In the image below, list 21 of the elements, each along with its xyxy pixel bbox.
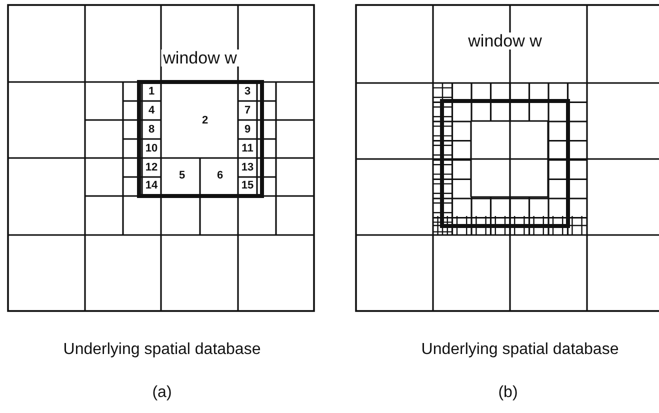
caption-text: Underlying spatial database <box>421 342 619 358</box>
panel-label: (a) <box>152 385 172 401</box>
window-label: window w <box>466 32 544 50</box>
panel-label: (b) <box>498 385 518 401</box>
cell-number: 15 <box>241 180 254 192</box>
cell-number: 6 <box>216 170 224 182</box>
caption-text: Underlying spatial database <box>63 342 261 358</box>
cell-number: 2 <box>202 116 208 126</box>
window-label: window w <box>161 50 239 66</box>
cell-number: 1 <box>148 86 155 97</box>
cell-number: 5 <box>178 170 186 182</box>
cell-number: 4 <box>148 106 155 116</box>
cell-number: 3 <box>244 86 251 97</box>
cell-number: 9 <box>244 124 251 135</box>
cell-number: 10 <box>145 143 158 154</box>
cell-number: 8 <box>148 124 155 135</box>
cell-number: 12 <box>145 162 158 173</box>
cell-number: 13 <box>241 162 254 173</box>
cell-number: 7 <box>244 105 251 116</box>
cell-number: 11 <box>242 143 254 154</box>
cell-number: 14 <box>145 180 158 192</box>
